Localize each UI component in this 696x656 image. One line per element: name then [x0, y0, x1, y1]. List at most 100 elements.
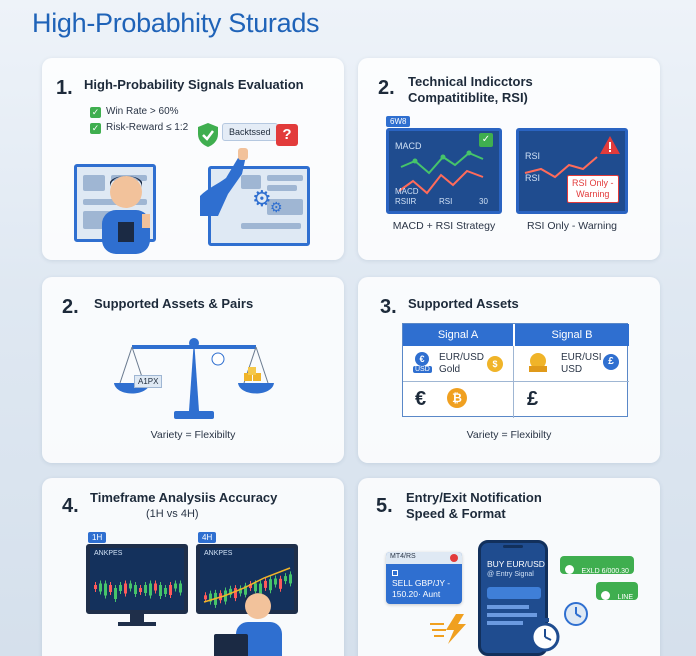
- candle: [114, 588, 117, 599]
- candle: [254, 583, 257, 592]
- close-icon[interactable]: [450, 554, 458, 562]
- card-heading: Entry/Exit Notification Speed & Format: [406, 490, 542, 521]
- candle: [289, 574, 292, 584]
- notification-card: 5. Entry/Exit Notification Speed & Forma…: [358, 478, 660, 656]
- euro-coin-icon: €: [415, 352, 429, 366]
- monitor-stand: [130, 614, 144, 622]
- column-header: Signal B: [515, 324, 629, 346]
- card-heading: Supported Assets: [408, 296, 519, 311]
- card-number: 2.: [62, 296, 79, 318]
- candle: [154, 583, 157, 591]
- card-subheading: (1H vs 4H): [146, 508, 199, 520]
- card-number: 4.: [62, 495, 79, 517]
- card-caption: Variety = Flexibilty: [150, 429, 236, 441]
- candle: [149, 583, 152, 596]
- candle: [279, 578, 282, 589]
- candle: [209, 593, 212, 602]
- asset-label: Gold: [439, 364, 461, 375]
- candle: [259, 583, 262, 596]
- card-heading: Supported Assets & Pairs: [94, 296, 254, 311]
- pair-label: EUR/USD: [439, 352, 485, 363]
- gold-bars-icon: [527, 352, 549, 379]
- timeframe-tag: 4H: [198, 532, 217, 543]
- candle: [164, 588, 167, 594]
- candle: [129, 583, 132, 589]
- warning-box: RSI Only - Warning: [567, 175, 619, 203]
- chart-caption: RSI Only - Warning: [526, 220, 618, 232]
- candle: [169, 585, 172, 595]
- candle: [99, 583, 102, 592]
- gold-coin-icon: $: [487, 356, 503, 372]
- technical-indicators-card: 2. Technical Indicctors Compatitiblite, …: [358, 58, 660, 260]
- euro-symbol: €: [415, 388, 427, 410]
- candle: [119, 585, 122, 591]
- criteria-item: ✓Risk-Reward ≤ 1:2: [90, 122, 189, 134]
- line-bubble: LINE: [596, 582, 639, 601]
- candle: [159, 585, 162, 596]
- question-icon: ?: [276, 124, 298, 146]
- macd-rsi-chart: MACD ✓ MACD RSIIR RSI 30: [386, 128, 502, 214]
- timeframe-analysis-card: 4. Timeframe Analysiis Accuracy (1H vs 4…: [42, 478, 344, 656]
- lightning-icon: [430, 612, 474, 649]
- card-heading: High-Probability Signals Evaluation: [84, 77, 304, 92]
- candle: [179, 583, 182, 593]
- rsi-only-chart: RSI RSI RSI Only - Warning: [516, 128, 628, 214]
- clock-icon: [564, 602, 588, 631]
- pair-label: EUR/USI: [561, 352, 602, 363]
- phone-signal-title: BUY EUR/USD: [487, 559, 545, 569]
- candle: [109, 585, 112, 592]
- trade-popup: MT4/RS SELL GBP/JY - 150.20· Aunt: [386, 552, 462, 604]
- card-number: 1.: [56, 77, 73, 99]
- bitcoin-coin-icon: ₿: [447, 388, 467, 408]
- timeframe-tag: 1H: [88, 532, 107, 543]
- reaching-arm: [198, 148, 258, 223]
- candle: [249, 584, 252, 588]
- candle: [269, 579, 272, 591]
- assets-table: Signal A Signal B € USD EUR/USD Gold $ E…: [402, 323, 629, 418]
- phone-signal-subtitle: @ Entry Signal: [487, 571, 534, 578]
- chat-icon: [565, 565, 574, 574]
- card-number: 2.: [378, 77, 395, 99]
- chat-icon: [601, 591, 610, 600]
- candle: [124, 583, 127, 594]
- card-heading: Timeframe Analysiis Accuracy: [90, 490, 278, 505]
- asset-label: USD: [561, 364, 583, 375]
- candle: [239, 588, 242, 594]
- pound-symbol: £: [527, 388, 539, 410]
- gear-icon: ⚙: [252, 186, 272, 211]
- candle: [234, 588, 237, 599]
- gear-icon: ⚙: [270, 199, 283, 215]
- signal-evaluation-card: 1. High-Probability Signals Evaluation ✓…: [42, 58, 344, 260]
- candle: [174, 583, 177, 589]
- indicator-tag: 6W8: [386, 116, 411, 127]
- supported-assets-card: 3. Supported Assets Signal A Signal B € …: [358, 277, 660, 463]
- candle: [264, 580, 267, 588]
- trader-figure: [212, 588, 292, 656]
- page-title: High-Probabhity Sturads: [32, 8, 320, 38]
- check-icon: ✓: [90, 107, 101, 118]
- candle: [284, 576, 287, 582]
- analyst-figure: [84, 162, 168, 259]
- candle: [104, 583, 107, 596]
- shield-icon: [197, 122, 219, 153]
- criteria-item: ✓Win Rate > 60%: [90, 106, 179, 118]
- candle: [204, 595, 207, 600]
- chart-caption: MACD + RSI Strategy: [392, 220, 496, 232]
- scale-tag: A1PX: [134, 375, 163, 388]
- monitor-base: [118, 622, 156, 626]
- monitor-4h: ANKPES: [196, 544, 298, 614]
- column-header: Signal A: [403, 324, 513, 346]
- check-icon: ✓: [90, 123, 101, 134]
- card-heading: Technical Indicctors Compatitiblite, RSI…: [408, 74, 533, 105]
- check-icon: ✓: [479, 133, 493, 147]
- usd-badge: USD: [413, 366, 432, 373]
- candle: [144, 585, 147, 593]
- candle: [274, 578, 277, 585]
- card-number: 5.: [376, 495, 393, 517]
- message-bubble: EXLD 6/000.30: [560, 556, 634, 575]
- candle: [139, 588, 142, 592]
- candle: [134, 585, 137, 594]
- stopwatch-icon: [530, 618, 560, 656]
- candle: [229, 588, 232, 595]
- card-caption: Variety = Flexibilty: [466, 429, 552, 441]
